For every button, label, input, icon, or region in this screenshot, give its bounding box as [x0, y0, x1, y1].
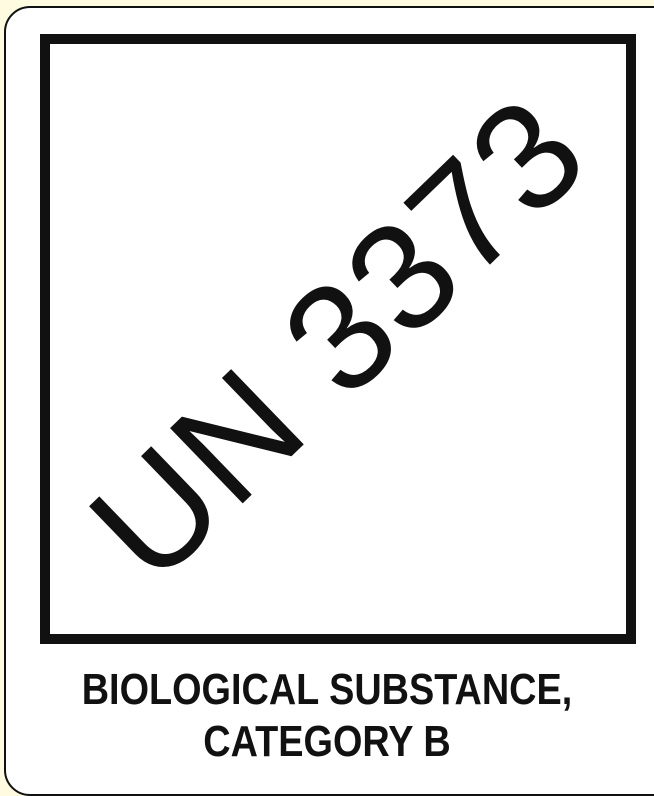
- diamond-square-frame: UN 3373: [40, 34, 636, 644]
- un-number-text: UN 3373: [58, 64, 618, 614]
- caption-line-1: BIOLOGICAL SUBSTANCE,: [81, 665, 573, 714]
- hazard-label: [4, 6, 654, 796]
- caption-line-2: CATEGORY B: [203, 717, 451, 766]
